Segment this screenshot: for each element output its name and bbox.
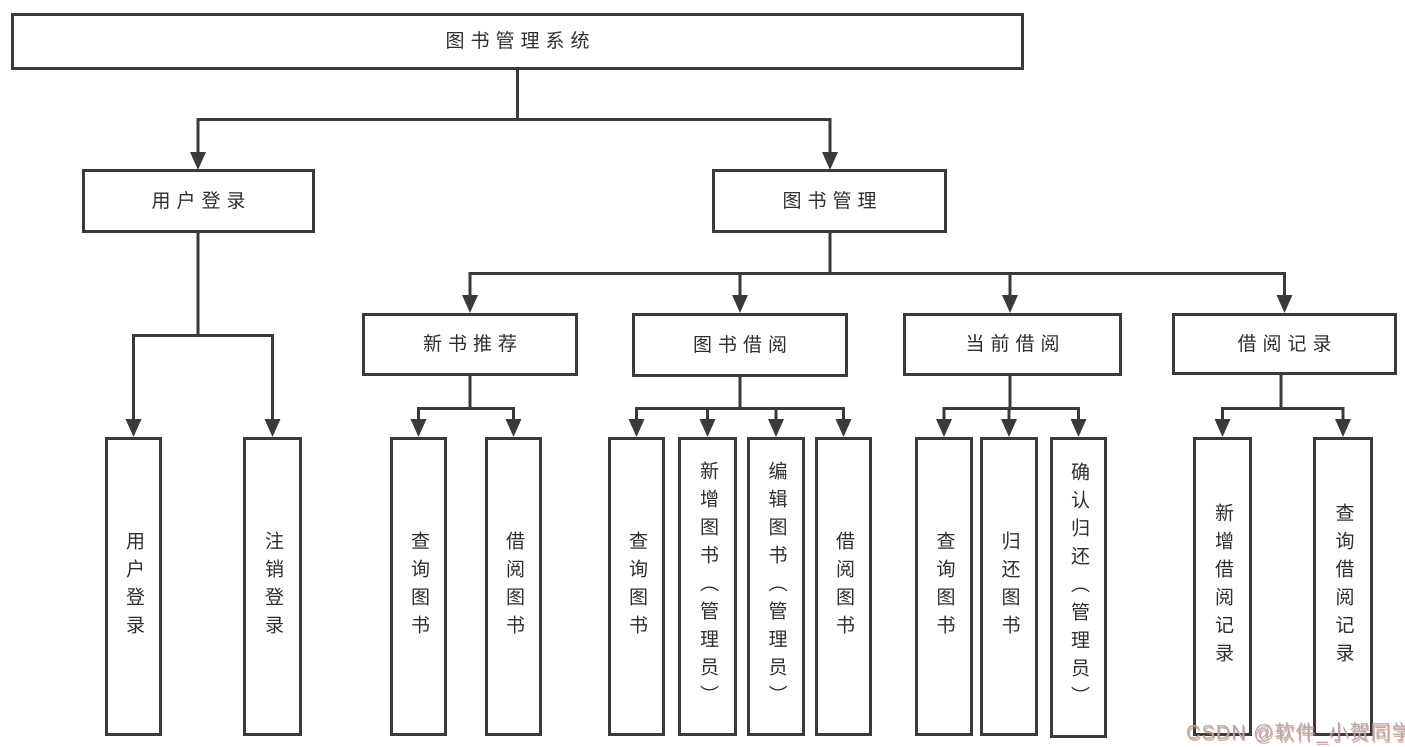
node-label: 图书借阅 [692, 334, 793, 356]
node-label: 当前借阅 [965, 334, 1066, 355]
leaf-borrow-books-recommend: 借阅图书 [485, 437, 542, 736]
arrow-down-icon [1335, 419, 1351, 437]
node-label: 新增图书（管理员） [697, 460, 718, 713]
connector-borrow-records-children [1214, 372, 1351, 437]
arrow-down-icon [264, 419, 281, 437]
node-label: 用户登录 [123, 530, 144, 643]
leaf-logout: 注销登录 [243, 437, 302, 736]
leaf-query-borrow-record: 查询借阅记录 [1313, 437, 1373, 736]
node-label: 借阅图书 [833, 530, 854, 643]
watermark: CSDN @软件_小贺同学 [1186, 722, 1405, 744]
node-label: 新增借阅记录 [1212, 502, 1233, 671]
leaf-return-books: 归还图书 [980, 437, 1038, 736]
node-label: 归还图书 [998, 530, 1020, 643]
node-label: 用户登录 [151, 190, 252, 212]
leaf-query-books-current: 查询图书 [915, 437, 973, 736]
arrow-down-icon [1276, 295, 1293, 313]
node-new-book-recommend: 新书推荐 [362, 313, 578, 376]
arrow-down-icon [1001, 419, 1017, 437]
arrow-down-icon [1070, 419, 1087, 437]
arrow-down-icon [1214, 419, 1231, 437]
leaf-user-login: 用户登录 [105, 437, 162, 736]
node-label: 借阅记录 [1237, 333, 1338, 355]
connector-book-management-to-level3 [462, 231, 1293, 313]
arrow-down-icon [628, 419, 645, 437]
arrow-down-icon [505, 419, 522, 437]
arrow-down-icon [936, 419, 952, 437]
leaf-borrow-books: 借阅图书 [815, 437, 872, 736]
connector-current-borrow-children [936, 374, 1087, 437]
connector-root-to-level2 [190, 67, 838, 170]
node-borrow-records: 借阅记录 [1172, 313, 1397, 375]
node-label: 查询图书 [933, 530, 955, 643]
node-user-login: 用户登录 [82, 169, 315, 233]
node-label: 注销登录 [262, 530, 283, 643]
connector-user-login-children [125, 231, 281, 437]
node-label: 查询图书 [408, 530, 429, 643]
leaf-query-books-borrow: 查询图书 [608, 437, 665, 736]
node-book-borrow: 图书借阅 [632, 313, 848, 377]
leaf-edit-books-admin: 编辑图书（管理员） [747, 437, 805, 736]
node-root-system: 图书管理系统 [11, 13, 1024, 70]
node-label: 编辑图书（管理员） [765, 460, 787, 713]
node-label: 图书管理 [782, 190, 883, 212]
node-label: 借阅图书 [503, 530, 524, 643]
connector-book-borrow-children [628, 374, 852, 437]
node-label: 查询图书 [626, 530, 647, 643]
leaf-confirm-return-admin: 确认归还（管理员） [1050, 437, 1107, 738]
node-label: 新书推荐 [422, 334, 523, 355]
arrow-down-icon [125, 419, 142, 437]
arrow-down-icon [732, 295, 748, 313]
arrow-down-icon [835, 419, 852, 437]
connector-new-book-recommend-children [410, 374, 522, 437]
leaf-add-borrow-record: 新增借阅记录 [1193, 437, 1252, 736]
node-label: 查询借阅记录 [1332, 502, 1354, 671]
arrow-down-icon [190, 152, 206, 170]
arrow-down-icon [822, 152, 838, 170]
arrow-down-icon [1002, 295, 1018, 313]
leaf-add-books-admin: 新增图书（管理员） [678, 437, 737, 736]
node-current-borrow: 当前借阅 [903, 313, 1122, 376]
node-label: 确认归还（管理员） [1068, 461, 1089, 714]
node-book-management: 图书管理 [712, 169, 947, 233]
node-label: 图书管理系统 [445, 31, 596, 52]
arrow-down-icon [699, 419, 716, 437]
arrow-down-icon [410, 419, 427, 437]
leaf-query-books-recommend: 查询图书 [390, 437, 447, 736]
arrow-down-icon [768, 419, 784, 437]
arrow-down-icon [462, 295, 478, 313]
